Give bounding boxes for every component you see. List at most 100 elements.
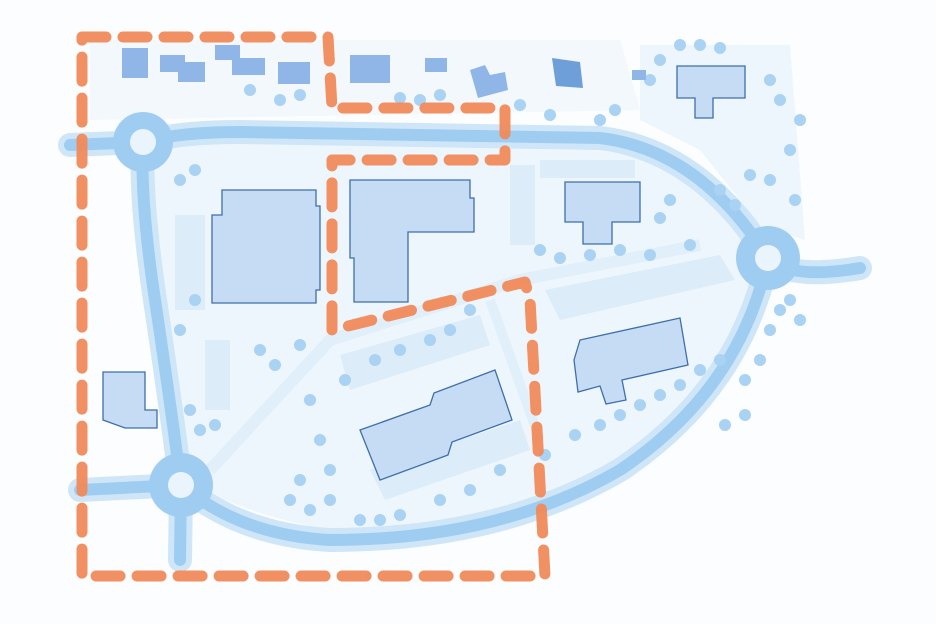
main-road xyxy=(136,136,187,491)
tree xyxy=(664,194,676,206)
tree xyxy=(774,94,786,106)
tree xyxy=(174,324,186,336)
parking-lot xyxy=(510,165,535,245)
tree xyxy=(714,42,726,54)
tree xyxy=(434,89,446,101)
tree xyxy=(774,304,786,316)
tree xyxy=(594,114,606,126)
tree xyxy=(789,194,801,206)
house xyxy=(122,48,148,78)
tree xyxy=(609,104,621,116)
tree xyxy=(294,89,306,101)
tree xyxy=(534,244,546,256)
tree xyxy=(304,394,316,406)
tree xyxy=(374,514,386,526)
tree xyxy=(744,169,756,181)
roundabout-southwest xyxy=(149,453,213,517)
tree xyxy=(764,74,776,86)
main-road xyxy=(175,252,774,547)
tree xyxy=(354,514,366,526)
tree xyxy=(434,494,446,506)
tree xyxy=(634,399,646,411)
tree xyxy=(784,294,796,306)
building-central-l xyxy=(349,179,475,303)
houses xyxy=(122,45,646,98)
tree xyxy=(764,324,776,336)
tree xyxy=(174,174,186,186)
building-east xyxy=(573,317,689,405)
tree xyxy=(209,419,221,431)
house xyxy=(278,62,310,84)
tree xyxy=(739,374,751,386)
tree xyxy=(654,212,666,224)
tree xyxy=(569,429,581,441)
building-far-west xyxy=(102,371,158,429)
roundabout-east xyxy=(736,226,800,290)
tree xyxy=(394,344,406,356)
tree xyxy=(514,99,526,111)
tree xyxy=(494,464,506,476)
tree xyxy=(674,39,686,51)
tree xyxy=(674,379,686,391)
house xyxy=(160,55,205,82)
tree xyxy=(394,92,406,104)
tree xyxy=(294,339,306,351)
tree xyxy=(189,164,201,176)
house xyxy=(215,45,265,75)
tree xyxy=(614,244,626,256)
tree xyxy=(184,404,196,416)
parking-lot xyxy=(205,340,230,410)
tree xyxy=(644,74,656,86)
house xyxy=(470,65,508,98)
parking-lot xyxy=(370,420,530,500)
building-south xyxy=(359,369,513,481)
tree xyxy=(594,419,606,431)
tree xyxy=(194,424,206,436)
tree xyxy=(654,54,666,66)
tree xyxy=(424,334,436,346)
tree xyxy=(339,374,351,386)
tree xyxy=(254,344,266,356)
tree xyxy=(754,354,766,366)
road-network xyxy=(58,112,872,572)
tree xyxy=(314,434,326,446)
tree xyxy=(369,354,381,366)
building-northeast-inner xyxy=(564,181,641,245)
tree xyxy=(274,94,286,106)
tree xyxy=(784,144,796,156)
house xyxy=(632,70,646,80)
parking-lot xyxy=(175,215,205,310)
tree xyxy=(644,249,656,261)
roundabout-northwest xyxy=(113,112,173,172)
tree xyxy=(244,84,256,96)
tree xyxy=(394,509,406,521)
tree xyxy=(294,474,306,486)
tree xyxy=(654,389,666,401)
house xyxy=(350,55,390,83)
tree xyxy=(714,184,726,196)
tree xyxy=(269,359,281,371)
tree xyxy=(714,354,726,366)
parking-lot xyxy=(540,160,635,178)
tree xyxy=(584,249,596,261)
tree xyxy=(794,114,806,126)
tree xyxy=(324,494,336,506)
tree xyxy=(729,199,741,211)
tree xyxy=(444,324,456,336)
house xyxy=(552,58,583,88)
tree xyxy=(794,314,806,326)
tree xyxy=(614,409,626,421)
tree xyxy=(544,109,556,121)
building-far-northeast xyxy=(676,65,746,119)
house xyxy=(425,58,447,72)
building-west xyxy=(211,189,321,304)
tree xyxy=(324,464,336,476)
tree xyxy=(304,504,316,516)
tree xyxy=(764,174,776,186)
tree xyxy=(684,239,696,251)
tree xyxy=(694,364,706,376)
buildings xyxy=(102,65,746,481)
tree xyxy=(719,419,731,431)
parking-lot xyxy=(545,255,735,320)
